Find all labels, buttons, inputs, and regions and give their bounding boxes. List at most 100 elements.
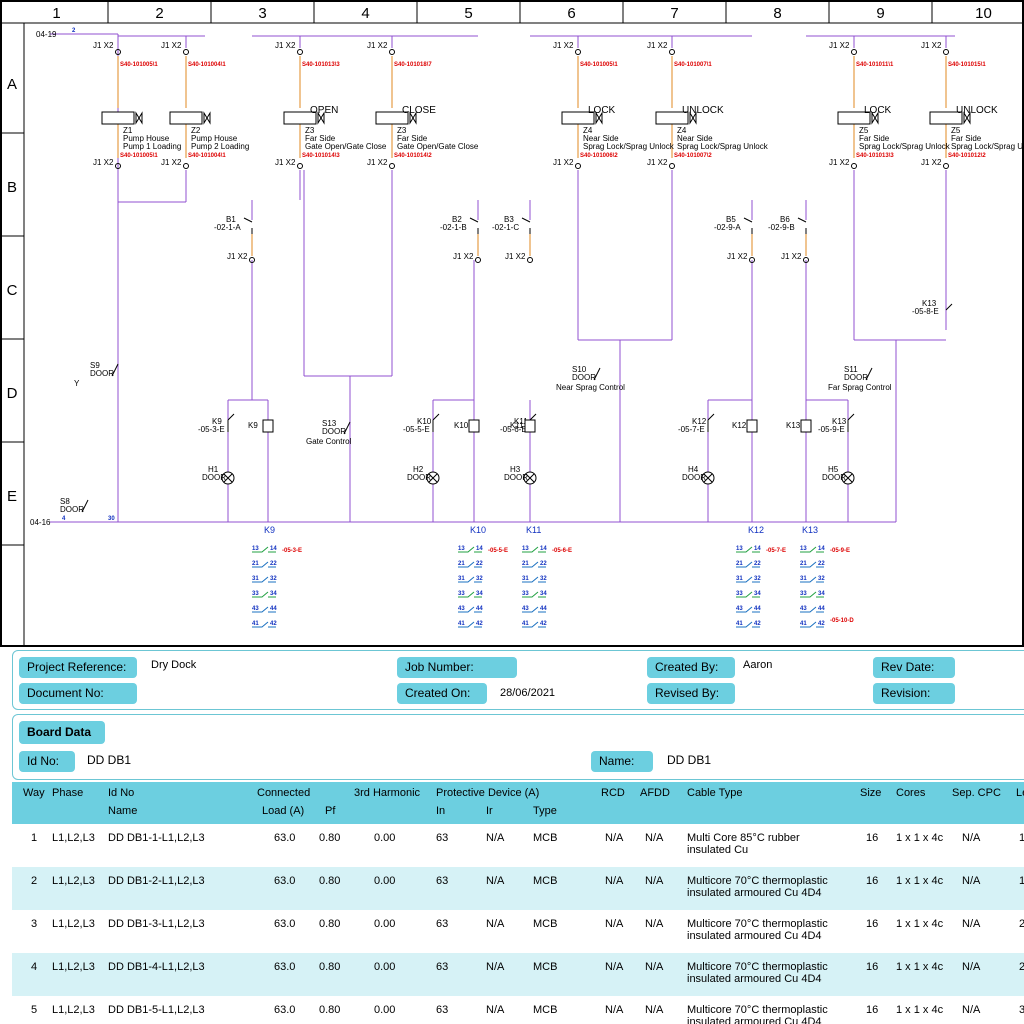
- cell-way: 1: [31, 832, 38, 844]
- th-harmonic: 3rd Harmonic: [354, 787, 421, 799]
- cell-type: MCB: [533, 832, 558, 844]
- relay-coil-icon: [800, 419, 812, 433]
- row-letter: A: [7, 76, 17, 93]
- cell-type: MCB: [533, 1004, 558, 1016]
- cell-harm: 0.00: [374, 1004, 396, 1016]
- aux-contact-pin: 44: [540, 606, 547, 612]
- aux-contact-pin: 14: [476, 546, 483, 552]
- terminal-icon: [669, 49, 675, 55]
- cell-cores: 1 x 1 x 4c: [896, 961, 944, 973]
- terminal-icon: [943, 163, 949, 169]
- cell-type: MCB: [533, 918, 558, 930]
- switch-contact-icon: [81, 499, 89, 513]
- created-on-label: Created On:: [397, 683, 487, 704]
- cell-harm: 0.00: [374, 875, 396, 887]
- cell-load: 63.0: [274, 918, 296, 930]
- column-number: 6: [567, 5, 575, 22]
- breaker-ref: -02-9-B: [768, 223, 795, 232]
- circuit-table: Way Phase Id No Name Connected Load (A) …: [12, 782, 1024, 1024]
- aux-contact-pin: 32: [476, 576, 483, 582]
- terminal-icon: [389, 163, 395, 169]
- terminal-label: J1 X2: [453, 252, 474, 261]
- solenoid-desc: Gate Open/Gate Close: [305, 142, 387, 151]
- column-number: 10: [975, 5, 992, 22]
- aux-contact-icon: [458, 576, 482, 583]
- relay-ref: -05-6-E: [500, 425, 527, 434]
- solenoid-icon: [169, 111, 203, 125]
- coil-label: K10: [454, 421, 469, 430]
- cell-cable1: Multicore 70°C thermoplastic: [687, 918, 828, 930]
- cell-name: DD DB1-5-L1,L2,L3: [108, 1004, 205, 1016]
- th-rcd: RCD: [601, 787, 625, 799]
- cell-ir: N/A: [486, 875, 505, 887]
- aux-contact-pin: 14: [270, 546, 277, 552]
- solenoid-icon: [655, 111, 689, 125]
- solenoid-desc: Near Side: [677, 134, 713, 143]
- aux-contact-pin: 42: [754, 621, 761, 627]
- relay-contact-icon: [707, 413, 715, 432]
- switch-id: S8: [60, 497, 70, 506]
- cell-cores: 1 x 1 x 4c: [896, 832, 944, 844]
- th-pf: Pf: [325, 805, 336, 817]
- aux-contact-pin: 34: [818, 591, 825, 597]
- relay-id: K12: [692, 417, 707, 426]
- aux-contact-pin: 32: [270, 576, 277, 582]
- cell-cable2: insulated armoured Cu 4D4: [687, 973, 822, 985]
- cell-type: MCB: [533, 961, 558, 973]
- breaker-contact-icon: [521, 217, 531, 234]
- board-name-value: DD DB1: [667, 753, 712, 767]
- cell-phase: L1,L2,L3: [52, 961, 95, 973]
- aux-contact-pin: 31: [252, 576, 259, 582]
- solenoid-desc: Sprag Lock/Sprag Unlock: [677, 142, 769, 151]
- cell-ir: N/A: [486, 918, 505, 930]
- switch-label: DOOR: [572, 373, 596, 382]
- column-number: 8: [773, 5, 781, 22]
- row-letter: D: [7, 385, 18, 402]
- cell-name: DD DB1-3-L1,L2,L3: [108, 918, 205, 930]
- cell-len: 1: [1019, 875, 1024, 887]
- cell-afdd: N/A: [645, 961, 664, 973]
- solenoid-desc: Near Side: [583, 134, 619, 143]
- switch-id: S13: [322, 419, 337, 428]
- solenoid-function-label: LOCK: [864, 105, 892, 116]
- cell-phase: L1,L2,L3: [52, 1004, 95, 1016]
- cell-load: 63.0: [274, 1004, 296, 1016]
- solenoid-function-label: CLOSE: [402, 105, 436, 116]
- wire-code: S40-101005\1: [580, 62, 618, 68]
- terminal-icon: [575, 163, 581, 169]
- cell-cores: 1 x 1 x 4c: [896, 875, 944, 887]
- aux-contact-pin: 42: [476, 621, 483, 627]
- cell-ir: N/A: [486, 1004, 505, 1016]
- cell-afdd: N/A: [645, 918, 664, 930]
- aux-contact-icon: [458, 591, 482, 598]
- cell-cores: 1 x 1 x 4c: [896, 1004, 944, 1016]
- valve-icon: [963, 111, 971, 125]
- row-letter: C: [7, 282, 18, 299]
- column-number: 9: [876, 5, 884, 22]
- breaker-id: B3: [504, 215, 514, 224]
- board-id-label: Id No:: [19, 751, 75, 772]
- aux-contact-pin: 44: [270, 606, 277, 612]
- cell-in: 63: [436, 832, 449, 844]
- aux-contact-icon: [458, 561, 482, 568]
- breaker-id: B2: [452, 215, 462, 224]
- k13-contact-icon: [945, 303, 953, 311]
- lamp-id: H2: [413, 465, 424, 474]
- aux-contact-pin: 43: [736, 606, 743, 612]
- relay-coil-icon: [468, 419, 480, 433]
- cell-cpc: N/A: [962, 918, 981, 930]
- project-reference-label: Project Reference:: [19, 657, 137, 678]
- cell-cable2: insulated armoured Cu 4D4: [687, 930, 822, 942]
- aux-contact-pin: 14: [754, 546, 761, 552]
- cell-afdd: N/A: [645, 875, 664, 887]
- cell-cores: 1 x 1 x 4c: [896, 918, 944, 930]
- cell-cable2: insulated Cu: [687, 844, 749, 856]
- cell-cable2: insulated armoured Cu 4D4: [687, 1016, 822, 1024]
- cell-phase: L1,L2,L3: [52, 832, 95, 844]
- th-cable-type: Cable Type: [687, 787, 743, 799]
- cell-cable1: Multicore 70°C thermoplastic: [687, 961, 828, 973]
- terminal-icon: [475, 257, 481, 263]
- cell-phase: L1,L2,L3: [52, 875, 95, 887]
